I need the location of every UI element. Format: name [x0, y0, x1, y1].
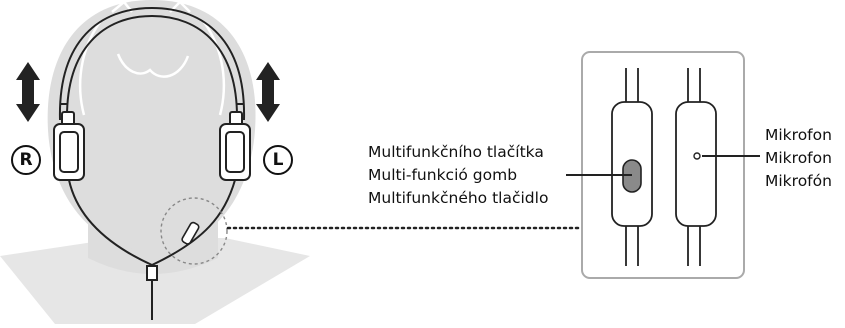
remote-callout-circle — [160, 197, 228, 265]
left-ear-cup — [219, 111, 251, 181]
adjust-arrow-right — [16, 62, 40, 122]
remote-back-view — [675, 68, 717, 266]
head — [47, 0, 256, 252]
headband — [58, 6, 246, 121]
microphone-label-sk: Mikrofón — [765, 172, 832, 190]
remote-detail-box — [581, 51, 745, 279]
left-side-badge: L — [263, 145, 293, 175]
multifunction-label-cs: Multifunkčního tlačítka — [368, 143, 544, 161]
microphone-hole — [693, 152, 701, 160]
cables — [68, 179, 236, 320]
multifunction-label-sk: Multifunkčného tlačidlo — [368, 189, 549, 207]
hair-lines — [78, 0, 226, 116]
microphone-label-hu: Mikrofon — [765, 149, 832, 167]
microphone-label-cs: Mikrofon — [765, 126, 832, 144]
multifunction-label-hu: Multi-funkció gomb — [368, 166, 518, 184]
right-side-badge: R — [11, 145, 41, 175]
right-ear-cup — [53, 111, 85, 181]
adjust-arrow-left — [256, 62, 280, 122]
inline-remote — [181, 221, 200, 245]
